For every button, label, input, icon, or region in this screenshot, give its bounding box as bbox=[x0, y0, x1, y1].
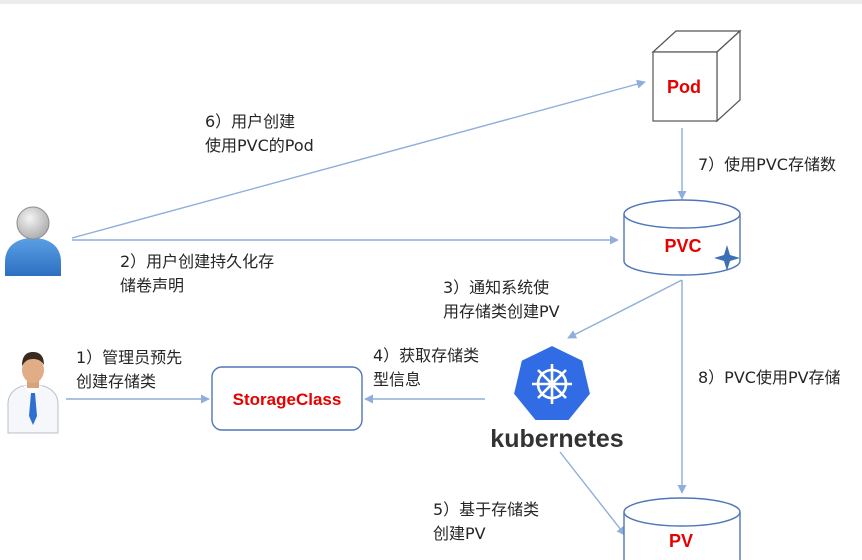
pvc-node: PVC bbox=[623, 199, 741, 276]
arrow-pvc-to-k8s bbox=[567, 279, 683, 339]
step-4-label: 4）获取存储类 型信息 bbox=[373, 344, 479, 392]
step-7-label: 7）使用PVC存储数 bbox=[698, 155, 836, 174]
step-6-label: 6）用户创建 使用PVC的Pod bbox=[205, 110, 314, 158]
pv-label: PV bbox=[669, 531, 693, 551]
step-1-line-2: 创建存储类 bbox=[76, 372, 157, 391]
step-3-line-2: 用存储类创建PV bbox=[443, 302, 560, 321]
step-5-label: 5）基于存储类 创建PV bbox=[433, 498, 539, 546]
step-4-line-2: 型信息 bbox=[373, 370, 422, 389]
arrow-k8s-to-pv bbox=[559, 451, 626, 536]
step-8-label: 8）PVC使用PV存储 bbox=[698, 368, 841, 387]
step-3-line-1: 3）通知系统使 bbox=[443, 278, 550, 297]
pv-node: PV bbox=[623, 497, 741, 560]
kubernetes-wordmark: kubernetes bbox=[490, 425, 623, 453]
top-strip bbox=[0, 0, 862, 4]
step-2-label: 2）用户创建持久化存 储卷声明 bbox=[120, 250, 274, 298]
step-4-line-1: 4）获取存储类 bbox=[373, 346, 480, 365]
pod-label: Pod bbox=[667, 77, 701, 97]
step-6-line-1: 6）用户创建 bbox=[205, 112, 296, 131]
step-5-line-2: 创建PV bbox=[433, 524, 486, 543]
step-6-line-2: 使用PVC的Pod bbox=[205, 136, 314, 155]
user-icon bbox=[5, 206, 61, 276]
arrow-user-to-pod bbox=[71, 79, 646, 239]
step-3-label: 3）通知系统使 用存储类创建PV bbox=[443, 276, 560, 324]
kubernetes-logo-icon bbox=[511, 343, 593, 422]
step-2-line-2: 储卷声明 bbox=[120, 276, 185, 295]
arrows bbox=[66, 79, 687, 536]
pvc-label: PVC bbox=[664, 236, 701, 256]
storageclass-node: StorageClass bbox=[211, 366, 363, 431]
sparkle-icon bbox=[714, 245, 740, 271]
storageclass-label: StorageClass bbox=[233, 390, 342, 409]
step-1-label: 1）管理员预先 创建存储类 bbox=[76, 346, 182, 394]
step-1-line-1: 1）管理员预先 bbox=[76, 348, 183, 367]
pod-node: Pod bbox=[651, 29, 742, 123]
step-2-line-1: 2）用户创建持久化存 bbox=[120, 252, 275, 271]
step-5-line-1: 5）基于存储类 bbox=[433, 500, 540, 519]
admin-icon bbox=[7, 352, 59, 434]
